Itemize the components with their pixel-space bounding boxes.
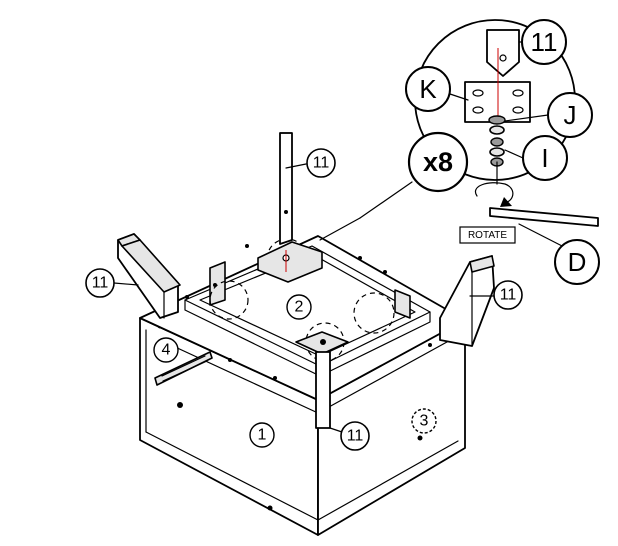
part-number: 1 [258, 427, 267, 444]
callout-label: D [568, 247, 587, 277]
leg-position-marker [209, 280, 249, 320]
leg-top [257, 132, 323, 283]
rotate-label-box: ROTATE [459, 226, 516, 244]
callout-label: 11 [92, 275, 109, 292]
callout-hw-j: J [504, 92, 593, 138]
callout-tool-d: D [554, 239, 600, 285]
callout-detail-leg: 11 [518, 19, 567, 65]
leg-right [439, 255, 495, 347]
quantity-label: x8 [423, 147, 453, 177]
callout-part-1: 1 [249, 422, 275, 448]
callout-hw-i: I [504, 135, 568, 181]
part-number: 3 [420, 413, 429, 430]
part-number: 4 [162, 342, 171, 359]
quantity-callout: x8 [407, 131, 469, 193]
callout-hw-k: K [405, 66, 469, 112]
tool-rod [489, 207, 599, 227]
callout-leg-front: 11 [329, 421, 370, 451]
callout-leg-right: 11 [469, 280, 523, 310]
callout-label: 11 [500, 287, 517, 304]
cabinet-box [139, 317, 466, 536]
leg-position-marker [353, 292, 395, 334]
callout-leg-left: 11 [85, 268, 139, 298]
leg-left [117, 233, 181, 319]
callout-label: I [541, 143, 548, 173]
leg-front [295, 331, 349, 429]
callout-label: 11 [531, 27, 558, 57]
callout-part-3: 3 [411, 408, 437, 434]
callout-label: 11 [313, 155, 330, 172]
rotate-label: ROTATE [468, 230, 507, 241]
callout-label: J [564, 100, 577, 130]
callout-leg-top: 11 [285, 148, 336, 178]
part-number: 2 [295, 299, 304, 316]
drawer-slide [154, 351, 213, 386]
callout-label: K [419, 74, 437, 104]
callout-part-2: 2 [286, 294, 312, 320]
callout-part-4: 4 [153, 337, 179, 363]
callout-label: 11 [347, 428, 364, 445]
